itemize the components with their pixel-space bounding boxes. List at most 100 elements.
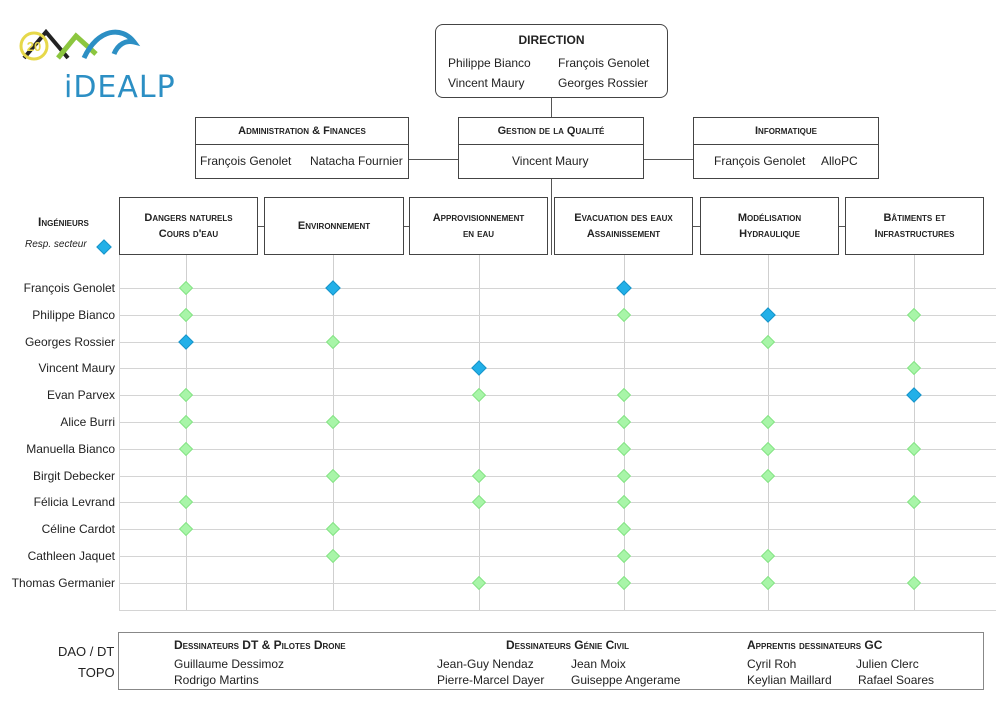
responsible-marker-icon (96, 239, 112, 255)
grid-row-line (119, 529, 996, 530)
group-member: Guiseppe Angerame (571, 673, 681, 687)
member-marker (616, 521, 632, 537)
group-member: Rodrigo Martins (174, 673, 259, 687)
direction-box: DIRECTION Philippe Bianco François Genol… (435, 24, 668, 98)
engineer-name: Thomas Germanier (11, 576, 115, 590)
responsible-marker (616, 280, 632, 296)
engineer-name: Céline Cardot (41, 522, 115, 536)
grid-row-line (119, 502, 996, 503)
grid-column-line (186, 255, 187, 610)
bottom-label-line1: DAO / DT (58, 644, 115, 659)
member-marker (616, 414, 632, 430)
bottom-label-line2: TOPO (78, 665, 115, 680)
resp-label: Resp. secteur (25, 239, 87, 250)
member-marker (178, 441, 194, 457)
member-marker (616, 307, 632, 323)
engineer-name: Félicia Levrand (33, 495, 115, 509)
direction-member: Philippe Bianco (448, 56, 531, 70)
sector-buildings: Bâtiments et Infrastructures (845, 197, 984, 255)
member-marker (760, 334, 776, 350)
engineer-name: Alice Burri (60, 415, 115, 429)
grid-row-line (119, 422, 996, 423)
engineer-name: Evan Parvex (46, 388, 115, 402)
logo: 20 iDEALP (18, 18, 175, 108)
department-member: François Genolet (714, 154, 806, 168)
department-member: Natacha Fournier (310, 154, 403, 168)
grid-row-line (119, 556, 996, 557)
connector (551, 98, 552, 117)
direction-member: Vincent Maury (448, 76, 525, 90)
connector (257, 226, 265, 227)
responsible-marker (178, 334, 194, 350)
grid-row-line (119, 583, 996, 584)
department-title: Gestion de la Qualité (459, 118, 643, 145)
member-marker (178, 280, 194, 296)
member-marker (325, 334, 341, 350)
member-marker (616, 441, 632, 457)
connector (838, 226, 846, 227)
grid-column-line (624, 255, 625, 610)
sector-wastewater: Evacuation des eaux Assainissement (554, 197, 693, 255)
grid-column-line (768, 255, 769, 610)
member-marker (616, 548, 632, 564)
engineer-name: Cathleen Jaquet (27, 549, 115, 563)
member-marker (760, 414, 776, 430)
responsible-marker (325, 280, 341, 296)
department-member: Vincent Maury (512, 154, 589, 168)
department-member: AlloPC (821, 154, 858, 168)
engineer-name: Birgit Debecker (32, 469, 115, 483)
member-marker (760, 548, 776, 564)
group-title: Apprentis dessinateurs GC (747, 638, 883, 652)
member-marker (616, 575, 632, 591)
engineer-name: Vincent Maury (38, 361, 115, 375)
member-marker (178, 414, 194, 430)
department-it: Informatique François Genolet AlloPC (693, 117, 879, 179)
grid-row-line (119, 368, 996, 369)
sector-natural-hazards: Dangers naturels Cours d'eau (119, 197, 258, 255)
drafters-box: Dessinateurs DT & Pilotes Drone Guillaum… (118, 632, 984, 690)
member-marker (325, 521, 341, 537)
member-marker (906, 360, 922, 376)
responsible-marker (760, 307, 776, 323)
member-marker (616, 494, 632, 510)
member-marker (616, 468, 632, 484)
grid-row-line (119, 449, 996, 450)
member-marker (178, 387, 194, 403)
sector-water-supply: Approvisionnement en eau (409, 197, 548, 255)
member-marker (178, 494, 194, 510)
connector (409, 159, 459, 160)
group-member: Jean Moix (571, 657, 626, 671)
engineer-name: Georges Rossier (24, 335, 115, 349)
connector (403, 226, 410, 227)
group-title: Dessinateurs DT & Pilotes Drone (174, 638, 346, 652)
engineer-name: Manuella Bianco (26, 442, 115, 456)
engineers-label: Ingénieurs (38, 215, 89, 229)
logo-mountain-icon: 20 (19, 28, 141, 61)
direction-member: Georges Rossier (558, 76, 649, 90)
member-marker (471, 575, 487, 591)
grid-row-line (119, 610, 996, 611)
grid-row-line (119, 288, 996, 289)
sector-hydraulic-modelling: Modélisation Hydraulique (700, 197, 839, 255)
direction-title: DIRECTION (518, 33, 585, 47)
department-title: Informatique (694, 118, 878, 145)
logo-text: iDEALP (64, 70, 176, 105)
member-marker (178, 521, 194, 537)
member-marker (616, 387, 632, 403)
member-marker (471, 387, 487, 403)
member-marker (178, 307, 194, 323)
engineer-name: Philippe Bianco (32, 308, 115, 322)
member-marker (325, 548, 341, 564)
member-marker (906, 441, 922, 457)
member-marker (325, 414, 341, 430)
member-marker (906, 575, 922, 591)
engineer-name: François Genolet (23, 281, 115, 295)
group-member: Pierre-Marcel Dayer (437, 673, 545, 687)
group-member: Jean-Guy Nendaz (437, 657, 534, 671)
member-marker (906, 307, 922, 323)
group-member: Rafael Soares (858, 673, 935, 687)
group-title: Dessinateurs Génie Civil (506, 638, 629, 652)
member-marker (760, 575, 776, 591)
grid-column-line (333, 255, 334, 610)
member-marker (471, 468, 487, 484)
